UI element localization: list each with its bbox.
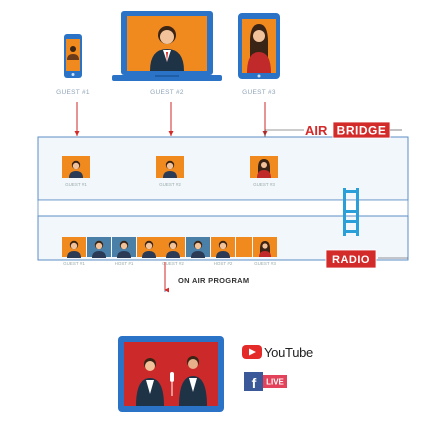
bridge-thumb-guest2 <box>156 156 184 178</box>
bridge-thumb-label: GUEST #3 <box>253 182 275 187</box>
guest-to-bridge-arrows <box>74 102 268 136</box>
airbridge-box <box>37 136 409 201</box>
bridge-thumb-guest3 <box>250 156 278 178</box>
live-badge-text: LIVE <box>266 378 284 387</box>
guest2-laptop <box>112 11 222 81</box>
guest3-label: GUEST #3 <box>242 89 276 96</box>
guest1-label: GUEST #1 <box>56 89 90 96</box>
airbridge-logo: AIR BRIDGE <box>305 121 402 139</box>
guest3-tablet <box>238 13 280 79</box>
radio-thumb-host2 <box>186 237 210 258</box>
radio-thumb-label: GUEST #2 <box>162 261 184 266</box>
youtube-text: YouTube <box>264 345 313 360</box>
bridge-thumb-guest1 <box>62 156 90 178</box>
program-monitor <box>118 336 224 412</box>
bridge-thumb-label: GUEST #1 <box>65 182 87 187</box>
radio-box <box>37 199 409 217</box>
facebook-letter: f <box>252 375 257 391</box>
radio-thumb-host1 <box>87 237 111 258</box>
radio-thumb-label: GUEST #1 <box>63 261 85 266</box>
bridge-thumb-label: GUEST #2 <box>159 182 181 187</box>
radio-thumb-label: GUEST #3 <box>254 261 276 266</box>
radio-logo: RADIO <box>325 249 408 269</box>
airbridge-air-text: AIR <box>305 123 328 138</box>
radio-thumb-guest3 <box>253 237 277 257</box>
guest2-label: GUEST #2 <box>150 89 184 96</box>
radio-logo-text: RADIO <box>332 254 370 266</box>
radio-thumb-label: HOST #1 <box>115 261 134 266</box>
guest1-phone <box>64 34 82 78</box>
facebook-live-logo: f LIVE <box>244 372 287 391</box>
radio-thumb-guest1 <box>62 237 86 258</box>
radio-thumb-guest2 <box>161 237 185 258</box>
radio-thumb-label: HOST #2 <box>214 261 233 266</box>
airbridge-bridge-text: BRIDGE <box>337 124 387 138</box>
on-air-program-label: ON AIR PROGRAM <box>178 276 249 285</box>
youtube-logo: YouTube <box>242 345 313 360</box>
